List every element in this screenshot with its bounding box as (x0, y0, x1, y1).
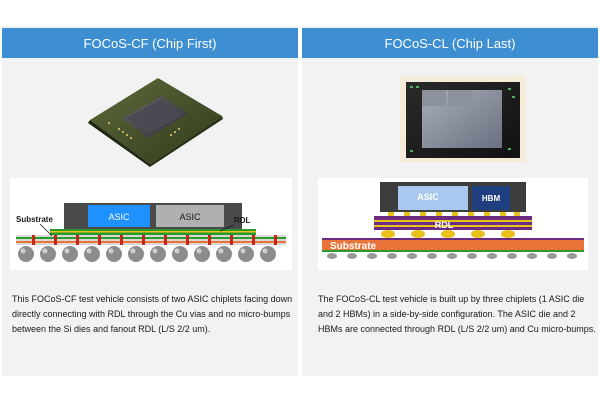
chip-first-photo (88, 78, 223, 167)
asic-label: ASIC (417, 192, 439, 202)
rdl-label: RDL (234, 216, 251, 225)
micro-bumps (388, 212, 520, 216)
asic-1-label: ASIC (108, 212, 130, 222)
header-chip-last-title: FOCoS-CL (Chip Last) (384, 35, 516, 51)
header-chip-last: FOCoS-CL (Chip Last) (302, 28, 598, 58)
chip-last-photo (400, 76, 526, 162)
asic-die-1 (88, 205, 150, 227)
substrate-layer (322, 238, 584, 252)
caption-chip-last: The FOCoS-CL test vehicle is built up by… (318, 294, 596, 334)
rdl-label: RDL (435, 220, 454, 230)
caption-chip-first: This FOCoS-CF test vehicle consists of t… (12, 294, 293, 334)
hbm-label: HBM (482, 194, 501, 203)
header-chip-first: FOCoS-CF (Chip First) (2, 28, 298, 58)
solder-balls (18, 246, 276, 262)
asic-die-2 (156, 205, 224, 227)
hbm-die (472, 186, 510, 210)
substrate-layer (16, 235, 286, 245)
chip-last-cross-section: ASIC HBM RDL Substrate (318, 178, 588, 270)
substrate-label: Substrate (16, 215, 53, 224)
asic-die (398, 186, 468, 210)
asic-2-label: ASIC (179, 212, 201, 222)
header-chip-first-title: FOCoS-CF (Chip First) (83, 35, 217, 51)
substrate-label: Substrate (330, 241, 377, 252)
chip-first-cross-section: ASIC ASIC Substrate RDL (10, 178, 292, 270)
